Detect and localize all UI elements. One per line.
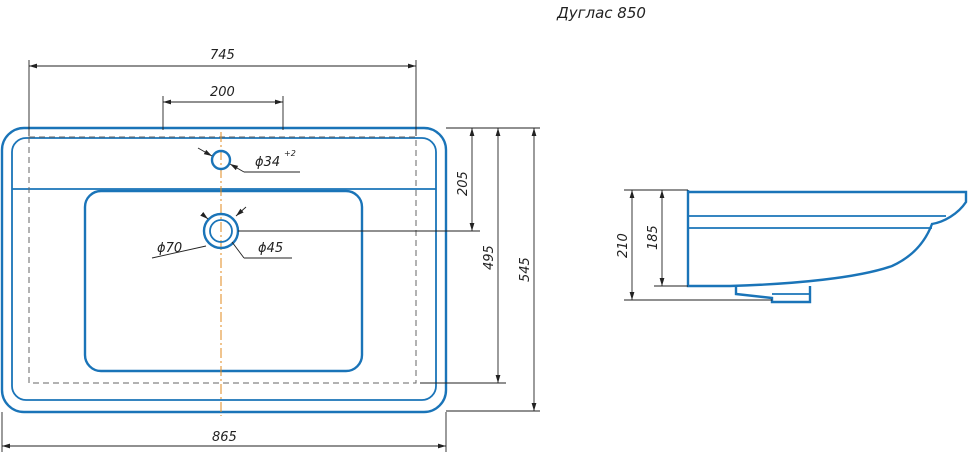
label-outer-width: 865 [212, 430, 237, 445]
label-inner-depth: 495 [482, 245, 497, 270]
label-outer-depth: 545 [518, 257, 533, 282]
top-view: 745 200 865 ϕ34 +2 [0, 48, 540, 452]
drain-inner [209, 219, 233, 243]
side-profile-outline [686, 190, 968, 288]
dimension-faucet-spacing: 200 [162, 85, 284, 130]
label-faucet-spacing: 200 [210, 85, 235, 100]
dimension-outer-width: 865 [1, 412, 447, 452]
label-deck-to-drain: 205 [456, 171, 471, 196]
label-drain-inner: ϕ45 [258, 241, 283, 256]
label-faucet-hole: ϕ34 [255, 155, 280, 170]
dimension-faucet-hole: ϕ34 +2 [197, 147, 300, 173]
label-bowl-height: 185 [646, 225, 661, 250]
basin-rim-outline [11, 137, 437, 401]
mounting-outline-hidden [28, 136, 417, 384]
label-total-height: 210 [616, 233, 631, 258]
faucet-hole [210, 149, 232, 171]
basin-outer-outline [0, 126, 448, 414]
dimension-inner-width: 745 [28, 48, 417, 136]
dimension-inner-depth: 495 [482, 128, 501, 383]
label-drain-outer: ϕ70 [157, 241, 182, 256]
dimension-outer-depth: 545 [518, 128, 537, 411]
dimension-total-height: 210 [616, 190, 635, 300]
side-view: 210 185 [616, 189, 968, 304]
dimension-drain: ϕ70 ϕ45 [151, 206, 292, 259]
drawing-title: Дуглас 850 [556, 4, 646, 22]
label-faucet-hole-tolerance: +2 [284, 149, 296, 158]
bowl-outline [83, 189, 364, 373]
dimension-deck-to-drain: 205 [456, 128, 475, 231]
dimension-bowl-height: 185 [646, 190, 665, 286]
label-inner-width: 745 [210, 48, 235, 63]
